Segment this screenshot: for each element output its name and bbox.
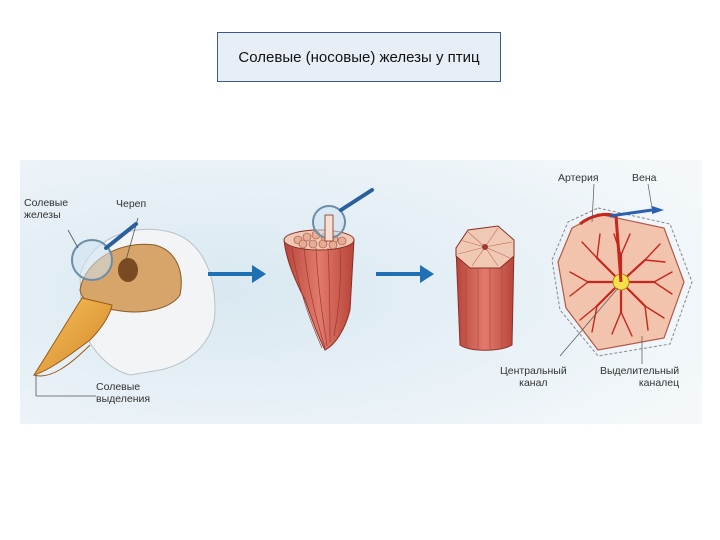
gland-bundle-illustration <box>283 188 374 351</box>
flow-arrow-1 <box>208 265 266 283</box>
label-skull: Череп <box>116 198 147 210</box>
slide-title: Солевые (носовые) железы у птиц <box>217 32 501 82</box>
label-vein: Вена <box>632 172 657 184</box>
lobule-cylinder-illustration <box>455 225 515 351</box>
label-excretory-canal: Выделительный каналец <box>600 365 680 389</box>
diagram-panel: Солевые железы Череп Солевые выделения А… <box>20 160 702 424</box>
beak-shape <box>32 297 113 376</box>
label-central-canal: Центральный канал <box>500 365 567 389</box>
label-salt-secretions: Солевые выделения <box>96 381 151 405</box>
label-salt-glands: Солевые железы <box>24 197 69 221</box>
flow-arrow-2 <box>376 265 434 283</box>
magnifier-handle <box>104 222 138 250</box>
label-artery: Артерия <box>558 172 599 184</box>
lobule-cross-section <box>551 183 693 364</box>
bird-head-illustration <box>32 217 216 397</box>
eye-socket <box>118 258 138 282</box>
magnifier-lens <box>71 239 113 281</box>
salt-gland-diagram <box>20 160 702 424</box>
vein-vessel <box>609 208 653 218</box>
